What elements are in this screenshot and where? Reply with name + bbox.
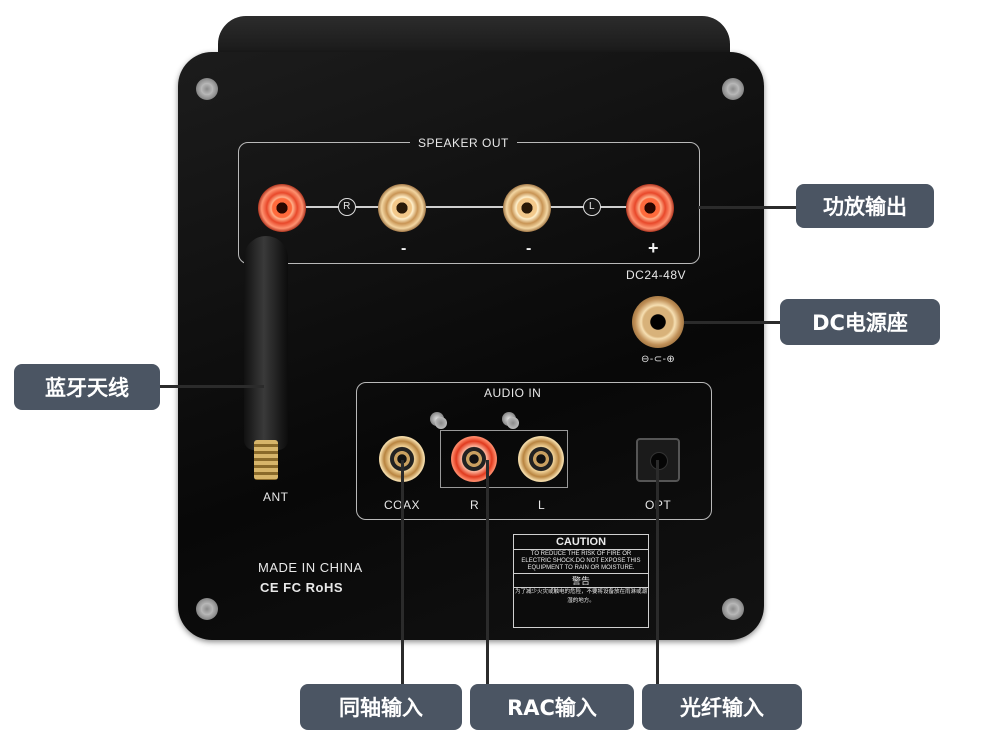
callout-amp-output: 功放输出 [796,184,934,228]
speaker-left-negative-post[interactable] [503,184,551,232]
screw-icon [430,412,447,429]
callout-coax-input: 同轴输入 [300,684,462,730]
minus-marker-right: - [401,240,407,257]
callout-bt-antenna: 蓝牙天线 [14,364,160,410]
dc-voltage-label: DC24-48V [626,268,687,282]
minus-marker-left: - [526,240,532,257]
screw-icon [502,412,519,429]
screw-icon [722,598,744,620]
plus-marker: + [648,238,659,258]
amp-output-leader [698,206,796,209]
callout-optical-input: 光纤输入 [642,684,802,730]
dc-polarity-icon: ⊖-⊂-⊕ [641,354,676,365]
rca-right-label: R [470,498,480,512]
caution-text: TO REDUCE THE RISK OF FIRE OR ELECTRIC S… [514,550,648,574]
antenna-label: ANT [263,490,289,504]
dc-power-jack[interactable] [632,296,684,348]
audio-in-box [356,382,712,520]
cert-logos: CE FC RoHS [260,580,343,595]
screw-icon [196,78,218,100]
dc-power-leader [684,321,780,324]
speaker-out-label: SPEAKER OUT [410,136,517,150]
screw-icon [722,78,744,100]
caution-title: CAUTION [514,535,648,550]
callout-dc-power: DC电源座 [780,299,940,345]
rca-group-frame [440,430,568,488]
callout-rca-input: RAC输入 [470,684,634,730]
made-in-label: MADE IN CHINA [258,560,363,575]
right-channel-marker: R [338,198,356,216]
bluetooth-antenna[interactable] [244,236,288,450]
caution-text-cn: 为了减少火灾或触电的危险，不要将设备放在雨淋或潮湿的地方。 [514,589,647,604]
coax-leader [401,460,404,686]
rca-left-label: L [538,498,546,512]
speaker-left-positive-post[interactable] [626,184,674,232]
left-channel-marker: L [583,198,601,216]
caution-sticker: CAUTION TO REDUCE THE RISK OF FIRE OR EL… [513,534,649,628]
antenna-connector [254,440,278,480]
screw-icon [196,598,218,620]
speaker-right-negative-post[interactable] [378,184,426,232]
rca-left-input-jack[interactable] [518,436,564,482]
rca-leader [486,460,489,686]
rca-right-input-jack[interactable] [451,436,497,482]
optical-leader [656,460,659,686]
speaker-bus-line [300,206,636,208]
antenna-leader [160,385,264,388]
caution-title-cn: 警告 [514,574,648,588]
speaker-right-positive-post[interactable] [258,184,306,232]
audio-in-label: AUDIO IN [484,386,542,400]
